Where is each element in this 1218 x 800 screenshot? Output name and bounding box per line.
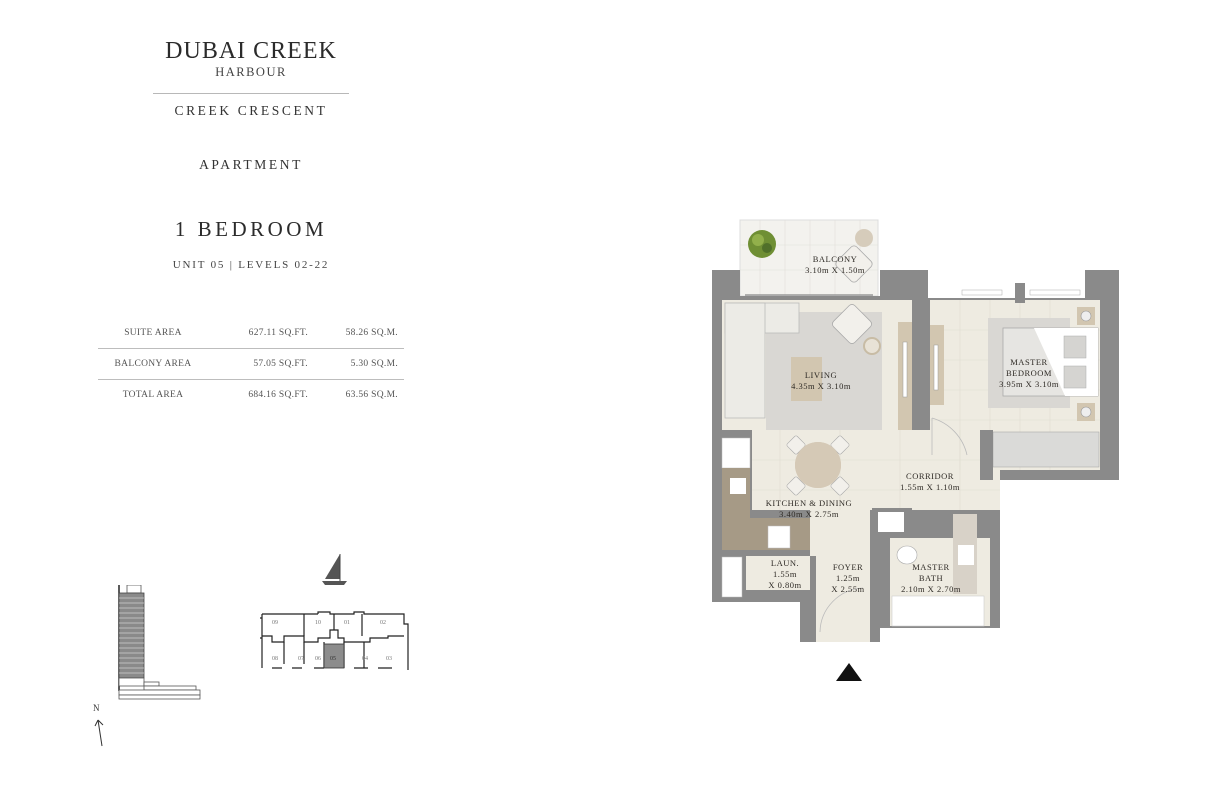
table-row: BALCONY AREA 57.05 SQ.FT. 5.30 SQ.M. bbox=[98, 349, 404, 380]
room-dims: 1.55m X 1.10m bbox=[900, 482, 960, 492]
room-name: MASTER bbox=[1010, 357, 1048, 367]
divider bbox=[153, 93, 349, 94]
room-name: CORRIDOR bbox=[906, 471, 954, 481]
room-name: LAUN. bbox=[770, 558, 800, 568]
keyplan-unit-highlighted: 05 bbox=[330, 656, 336, 662]
room-living: LIVING 4.35m X 3.10m bbox=[776, 370, 866, 392]
room-corridor: CORRIDOR 1.55m X 1.10m bbox=[895, 471, 965, 493]
keyplan-unit: 02 bbox=[380, 620, 386, 626]
area-sqm: 5.30 SQ.M. bbox=[350, 359, 398, 369]
keyplan-unit: 03 bbox=[386, 656, 392, 662]
room-balcony: BALCONY 3.10m X 1.50m bbox=[775, 254, 895, 276]
room-name: BEDROOM bbox=[1005, 368, 1052, 378]
sailboat-icon bbox=[322, 554, 347, 585]
building-elevation bbox=[118, 585, 201, 700]
area-sqm: 58.26 SQ.M. bbox=[345, 328, 398, 338]
room-dims: 1.25m bbox=[836, 573, 860, 583]
unit-levels: UNIT 05 | LEVELS 02-22 bbox=[172, 259, 330, 271]
room-dims: X 0.80m bbox=[768, 580, 802, 590]
bedroom-count: 1 BEDROOM bbox=[174, 217, 328, 241]
keyplan-unit: 07 bbox=[298, 656, 304, 662]
room-dims: 1.55m bbox=[773, 569, 797, 579]
area-label: TOTAL AREA bbox=[122, 390, 184, 400]
brand-subtitle: HARBOUR bbox=[215, 65, 287, 79]
table-row: SUITE AREA 627.11 SQ.FT. 58.26 SQ.M. bbox=[98, 318, 404, 349]
keyplan-unit: 10 bbox=[315, 620, 321, 626]
room-kitchen-dining: KITCHEN & DINING 3.40m X 2.75m bbox=[759, 498, 859, 520]
room-name: KITCHEN & DINING bbox=[765, 498, 853, 508]
project-name: CREEK CRESCENT bbox=[174, 103, 328, 118]
area-sqm: 63.56 SQ.M. bbox=[345, 390, 398, 400]
table-row: TOTAL AREA 684.16 SQ.FT. 63.56 SQ.M. bbox=[98, 380, 404, 410]
room-dims: 2.10m X 2.70m bbox=[901, 584, 961, 594]
room-dims: 3.40m X 2.75m bbox=[779, 509, 839, 519]
area-label: BALCONY AREA bbox=[114, 359, 192, 369]
keyplan-unit: 04 bbox=[362, 656, 368, 662]
room-dims: 3.95m X 3.10m bbox=[999, 379, 1059, 389]
room-name: BALCONY bbox=[812, 254, 858, 264]
keyplan-unit: 01 bbox=[344, 620, 350, 626]
area-sqft: 57.05 SQ.FT. bbox=[253, 359, 308, 369]
area-sqft: 684.16 SQ.FT. bbox=[248, 390, 308, 400]
north-arrow-icon bbox=[94, 719, 104, 747]
room-name: FOYER bbox=[832, 562, 864, 572]
area-sqft: 627.11 SQ.FT. bbox=[248, 328, 308, 338]
room-laundry: LAUN. 1.55m X 0.80m bbox=[760, 558, 810, 591]
room-dims: 4.35m X 3.10m bbox=[791, 381, 851, 391]
key-plan: 09 10 01 02 08 07 06 05 04 03 bbox=[258, 608, 410, 678]
room-name: BATH bbox=[918, 573, 944, 583]
floor-plan: BALCONY 3.10m X 1.50m LIVING 4.35m X 3.1… bbox=[705, 215, 1125, 645]
brand-title: DUBAI CREEK bbox=[165, 38, 337, 64]
keyplan-unit: 06 bbox=[315, 656, 321, 662]
room-dims: X 2.55m bbox=[831, 584, 865, 594]
north-label: N bbox=[93, 703, 100, 713]
keyplan-unit: 09 bbox=[272, 620, 278, 626]
room-name: LIVING bbox=[804, 370, 838, 380]
room-name: MASTER bbox=[912, 562, 950, 572]
room-foyer: FOYER 1.25m X 2.55m bbox=[823, 562, 873, 595]
area-table: SUITE AREA 627.11 SQ.FT. 58.26 SQ.M. BAL… bbox=[98, 318, 404, 410]
entrance-arrow-icon bbox=[836, 663, 862, 681]
room-dims: 3.10m X 1.50m bbox=[805, 265, 865, 275]
area-label: SUITE AREA bbox=[124, 328, 182, 338]
room-master-bath: MASTER BATH 2.10m X 2.70m bbox=[895, 562, 967, 595]
room-master-bedroom: MASTER BEDROOM 3.95m X 3.10m bbox=[988, 357, 1070, 390]
keyplan-unit: 08 bbox=[272, 656, 278, 662]
property-type: APARTMENT bbox=[199, 157, 303, 172]
